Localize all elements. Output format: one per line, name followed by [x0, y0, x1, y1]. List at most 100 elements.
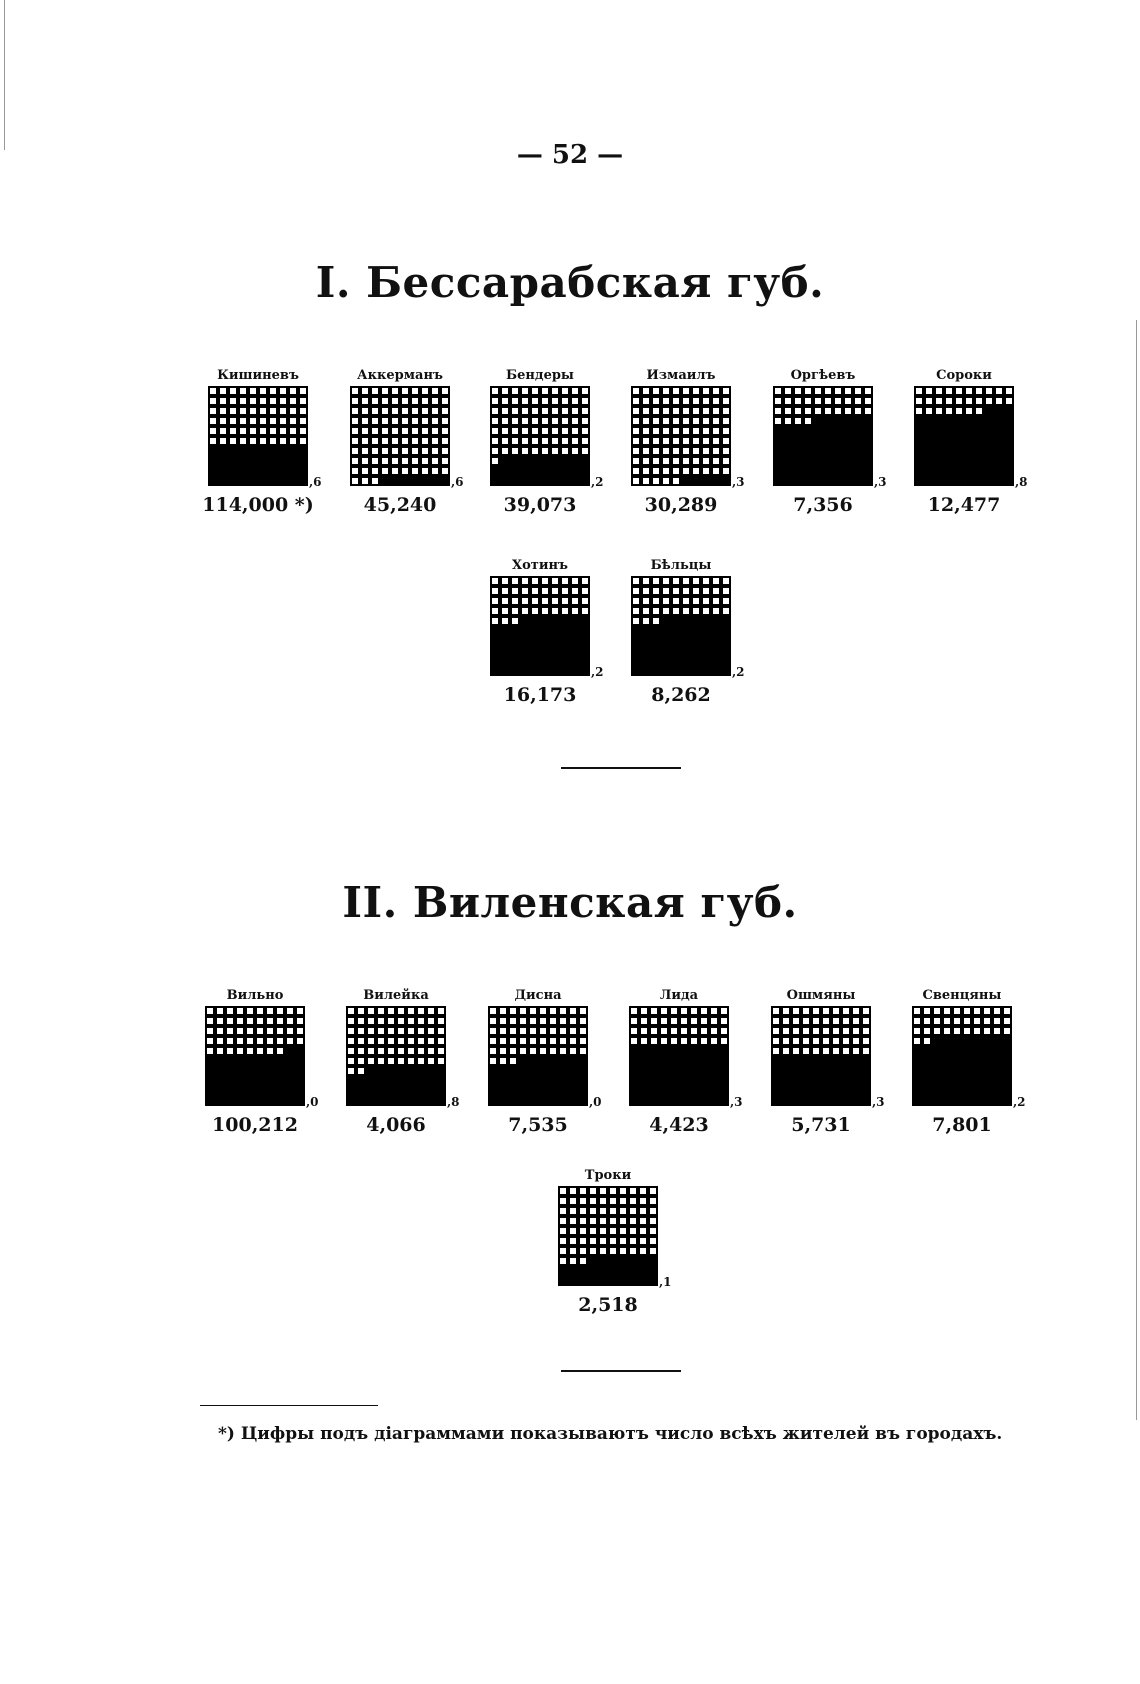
- population-label: 12,477: [927, 494, 1001, 516]
- empty-cell: [679, 1036, 689, 1046]
- empty-cell: [360, 436, 370, 446]
- filled-cell: [669, 1096, 679, 1106]
- empty-cell: [390, 406, 400, 416]
- empty-cell: [570, 386, 580, 396]
- filled-cell: [821, 1056, 831, 1066]
- empty-cell: [831, 1046, 841, 1056]
- empty-cell: [530, 446, 540, 456]
- filled-cell: [659, 1046, 669, 1056]
- empty-cell: [225, 1026, 235, 1036]
- filled-cell: [669, 1076, 679, 1086]
- filled-cell: [813, 476, 823, 486]
- empty-cell: [568, 1026, 578, 1036]
- filled-cell: [962, 1096, 972, 1106]
- empty-cell: [255, 1036, 265, 1046]
- filled-cell: [1004, 436, 1014, 446]
- filled-cell: [295, 1056, 305, 1066]
- filled-cell: [406, 1086, 416, 1096]
- filled-cell: [570, 456, 580, 466]
- filled-cell: [346, 1076, 356, 1086]
- filled-cell: [659, 1066, 669, 1076]
- empty-cell: [962, 1006, 972, 1016]
- city-chart: Вилейка ,8 4,066: [331, 988, 461, 1138]
- filled-cell: [912, 1066, 922, 1076]
- filled-cell: [689, 1066, 699, 1076]
- empty-cell: [490, 616, 500, 626]
- filled-cell: [548, 1076, 558, 1086]
- empty-cell: [360, 416, 370, 426]
- empty-cell: [641, 416, 651, 426]
- empty-cell: [208, 406, 218, 416]
- empty-cell: [356, 1006, 366, 1016]
- empty-cell: [406, 1016, 416, 1026]
- empty-cell: [608, 1206, 618, 1216]
- empty-cell: [628, 1216, 638, 1226]
- section-title-vilna: II. Виленская губ.: [342, 878, 798, 927]
- filled-cell: [709, 1086, 719, 1096]
- filled-cell: [550, 626, 560, 636]
- empty-cell: [628, 1206, 638, 1216]
- empty-cell: [648, 1206, 658, 1216]
- unit-grid: [629, 1006, 729, 1106]
- empty-cell: [520, 436, 530, 446]
- empty-cell: [245, 1046, 255, 1056]
- filled-cell: [934, 466, 944, 476]
- filled-cell: [821, 1066, 831, 1076]
- filled-cell: [488, 1096, 498, 1106]
- empty-cell: [801, 1016, 811, 1026]
- empty-cell: [225, 1046, 235, 1056]
- empty-cell: [265, 1006, 275, 1016]
- empty-cell: [629, 1016, 639, 1026]
- empty-cell: [530, 596, 540, 606]
- empty-cell: [275, 1016, 285, 1026]
- filled-cell: [841, 1096, 851, 1106]
- empty-cell: [719, 1006, 729, 1016]
- empty-cell: [863, 406, 873, 416]
- filled-cell: [669, 1086, 679, 1096]
- empty-cell: [578, 1236, 588, 1246]
- filled-cell: [659, 1086, 669, 1096]
- filled-cell: [803, 466, 813, 476]
- empty-cell: [350, 396, 360, 406]
- city-chart: Вильно ,0 100,212: [190, 988, 320, 1138]
- filled-cell: [771, 1066, 781, 1076]
- empty-cell: [721, 386, 731, 396]
- empty-cell: [681, 466, 691, 476]
- empty-cell: [538, 1036, 548, 1046]
- empty-cell: [410, 396, 420, 406]
- section-divider: [561, 1370, 681, 1372]
- empty-cell: [490, 436, 500, 446]
- footnote: *) Цифры подъ діаграммами показываютъ чи…: [218, 1424, 1003, 1444]
- empty-cell: [608, 1216, 618, 1226]
- empty-cell: [689, 1006, 699, 1016]
- filled-cell: [781, 1056, 791, 1066]
- filled-cell: [651, 646, 661, 656]
- filled-cell: [994, 426, 1004, 436]
- filled-cell: [540, 656, 550, 666]
- filled-cell: [518, 1076, 528, 1086]
- filled-cell: [639, 1056, 649, 1066]
- empty-cell: [639, 1036, 649, 1046]
- empty-cell: [225, 1006, 235, 1016]
- filled-cell: [285, 1096, 295, 1106]
- filled-cell: [954, 446, 964, 456]
- empty-cell: [578, 1046, 588, 1056]
- empty-cell: [278, 426, 288, 436]
- empty-cell: [510, 396, 520, 406]
- empty-cell: [691, 416, 701, 426]
- filled-cell: [932, 1056, 942, 1066]
- filled-cell: [974, 476, 984, 486]
- filled-cell: [245, 1076, 255, 1086]
- empty-cell: [580, 426, 590, 436]
- filled-cell: [681, 616, 691, 626]
- filled-cell: [863, 426, 873, 436]
- filled-cell: [954, 456, 964, 466]
- empty-cell: [530, 386, 540, 396]
- filled-cell: [215, 1086, 225, 1096]
- city-name: Аккерманъ: [357, 368, 443, 383]
- city-name: Вилейка: [363, 988, 429, 1003]
- empty-cell: [648, 1216, 658, 1226]
- filled-cell: [833, 466, 843, 476]
- filled-cell: [638, 1276, 648, 1286]
- empty-cell: [265, 1016, 275, 1026]
